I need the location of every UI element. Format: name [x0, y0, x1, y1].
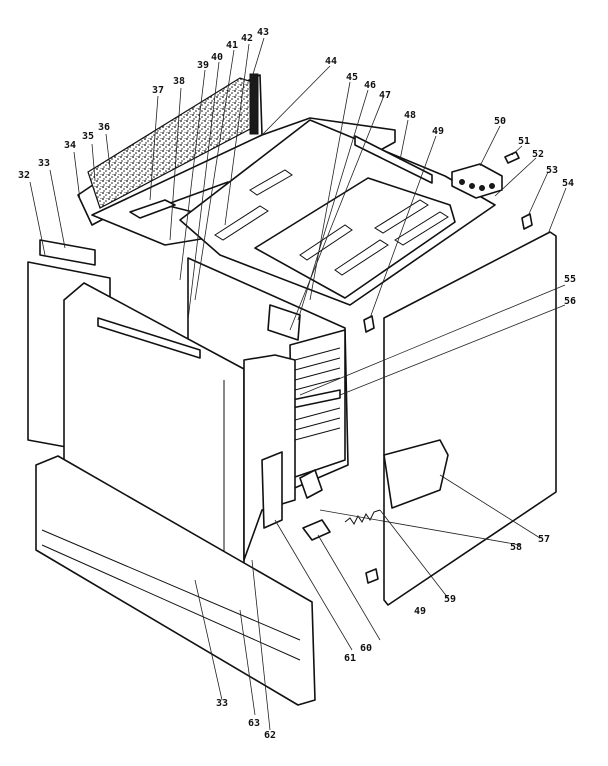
right-side-panel: [363, 231, 557, 606]
callout-49: 49: [432, 126, 444, 137]
callout-42: 42: [241, 33, 253, 44]
control-bracket: [267, 304, 301, 341]
callout-labels: 32 33 34 35 36 37 38 39 40 41 42 43 44 4…: [18, 27, 576, 741]
callout-45: 45: [346, 72, 358, 83]
callout-58: 58: [510, 542, 522, 553]
callout-53: 53: [546, 165, 558, 176]
callout-43: 43: [257, 27, 269, 38]
hinge-bracket: [261, 451, 283, 529]
callout-32: 32: [18, 170, 30, 181]
callout-50: 50: [494, 116, 506, 127]
callout-39: 39: [197, 60, 209, 71]
callout-41: 41: [226, 40, 238, 51]
callout-61: 61: [344, 653, 356, 664]
knob-part: [504, 151, 520, 164]
hinge: [299, 469, 323, 499]
callout-37: 37: [152, 85, 164, 96]
callout-51: 51: [518, 136, 530, 147]
vent-slot: [334, 239, 389, 276]
door-handle: [97, 317, 201, 359]
hinge-cover: [302, 519, 331, 541]
vent-slot: [214, 205, 269, 241]
leader-lines: [29, 37, 567, 731]
callout-35: 35: [82, 131, 94, 142]
callout-60: 60: [360, 643, 372, 654]
callout-59: 59: [444, 594, 456, 605]
callout-48: 48: [404, 110, 416, 121]
vent-slot: [394, 211, 449, 246]
callout-44: 44: [325, 56, 337, 67]
clip-part: [521, 213, 533, 230]
callout-54: 54: [562, 178, 574, 189]
clip-part: [363, 315, 375, 333]
callout-36: 36: [98, 122, 110, 133]
door-spring: [344, 509, 381, 525]
callout-62: 62: [264, 730, 276, 741]
callout-57: 57: [538, 534, 550, 545]
top-rail: [354, 135, 433, 184]
vent-slot: [374, 199, 429, 234]
vent-slot: [299, 224, 353, 261]
callout-49-lower: 49: [414, 606, 426, 617]
callout-63: 63: [248, 718, 260, 729]
back-panel: [77, 73, 263, 226]
callout-56: 56: [564, 296, 576, 307]
clip-part: [365, 568, 379, 584]
callout-47: 47: [379, 90, 391, 101]
callout-34: 34: [64, 140, 76, 151]
control-block: [451, 163, 503, 199]
callout-52: 52: [532, 149, 544, 160]
side-bracket: [383, 439, 449, 509]
vent-slot: [249, 169, 293, 196]
callout-38: 38: [173, 76, 185, 87]
callout-40: 40: [211, 52, 223, 63]
callout-33-lower: 33: [216, 698, 228, 709]
callout-33: 33: [38, 158, 50, 169]
rear-flange: [249, 73, 259, 135]
slot-bracket: [129, 199, 176, 219]
callout-55: 55: [564, 274, 576, 285]
storage-drawer-front: [35, 455, 316, 706]
callout-46: 46: [364, 80, 376, 91]
